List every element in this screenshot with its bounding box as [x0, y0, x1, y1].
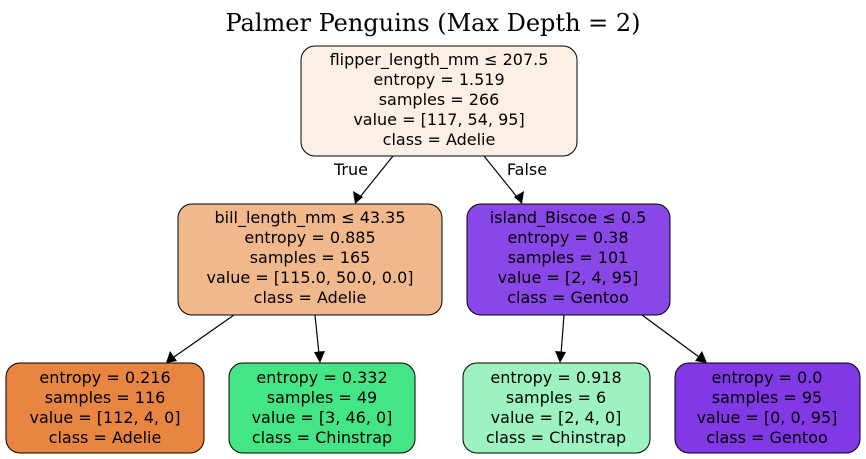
- node-line: entropy = 0.885: [244, 228, 375, 247]
- node-box: [5, 362, 205, 454]
- diagram-title: Palmer Penguins (Max Depth = 2): [225, 9, 640, 37]
- node-line: class = Chinstrap: [252, 428, 392, 447]
- node-line: value = [3, 46, 0]: [252, 408, 393, 427]
- arrow-left-ll: [166, 351, 177, 363]
- node-line: samples = 95: [712, 388, 822, 407]
- node-line: entropy = 0.38: [507, 228, 628, 247]
- node-line: samples = 165: [250, 248, 371, 267]
- node-line: value = [2, 4, 0]: [491, 408, 622, 427]
- node-line: value = [117, 54, 95]: [353, 110, 524, 129]
- edge-right-rl: [560, 314, 565, 355]
- node-line: entropy = 0.918: [490, 368, 621, 387]
- node-box: [300, 45, 578, 157]
- node-line: entropy = 0.332: [256, 368, 387, 387]
- tree-node-left-right: entropy = 0.332 samples = 49 value = [3,…: [228, 362, 416, 454]
- node-box: [674, 362, 861, 454]
- node-box: [177, 203, 443, 316]
- node-line: samples = 266: [379, 90, 500, 109]
- edge-root-left: [359, 155, 394, 198]
- node-line: entropy = 0.0: [712, 368, 823, 387]
- node-line: samples = 49: [267, 388, 377, 407]
- node-line: samples = 6: [506, 388, 606, 407]
- tree-node-left: bill_length_mm ≤ 43.35 entropy = 0.885 s…: [177, 203, 443, 316]
- node-line: class = Adelie: [49, 428, 162, 447]
- node-box: [462, 362, 651, 454]
- tree-node-root: flipper_length_mm ≤ 207.5 entropy = 1.51…: [300, 45, 578, 157]
- edge-left-ll: [173, 314, 235, 358]
- node-line: entropy = 1.519: [373, 70, 504, 89]
- tree-node-right-left: entropy = 0.918 samples = 6 value = [2, …: [462, 362, 651, 454]
- node-line: value = [112, 4, 0]: [29, 408, 180, 427]
- node-line: class = Chinstrap: [486, 428, 626, 447]
- node-line: value = [0, 0, 95]: [697, 408, 838, 427]
- tree-node-left-left: entropy = 0.216 samples = 116 value = [1…: [5, 362, 205, 454]
- node-line: island_Biscoe ≤ 0.5: [490, 208, 647, 228]
- node-line: class = Adelie: [254, 288, 367, 307]
- node-line: entropy = 0.216: [39, 368, 170, 387]
- node-line: class = Gentoo: [507, 288, 629, 307]
- node-line: class = Adelie: [383, 130, 496, 149]
- node-line: samples = 116: [45, 388, 166, 407]
- tree-node-right-right: entropy = 0.0 samples = 95 value = [0, 0…: [674, 362, 861, 454]
- arrow-root-right: [514, 191, 524, 204]
- node-line: value = [2, 4, 95]: [498, 268, 639, 287]
- node-line: value = [115.0, 50.0, 0.0]: [207, 268, 414, 287]
- arrow-right-rr: [695, 351, 707, 363]
- edge-label-false: False: [507, 160, 547, 179]
- edges: [166, 155, 707, 363]
- node-box: [466, 203, 671, 316]
- edge-label-true: True: [333, 160, 368, 179]
- arrow-right-rl: [555, 351, 566, 363]
- node-line: bill_length_mm ≤ 43.35: [214, 208, 405, 228]
- arrow-root-left: [353, 191, 363, 204]
- edge-left-lr: [314, 314, 320, 355]
- arrow-left-lr: [314, 351, 325, 363]
- node-box: [228, 362, 416, 454]
- edge-right-rr: [641, 314, 700, 358]
- edge-root-right: [483, 155, 518, 198]
- node-line: samples = 101: [508, 248, 629, 267]
- tree-node-right: island_Biscoe ≤ 0.5 entropy = 0.38 sampl…: [466, 203, 671, 316]
- node-line: flipper_length_mm ≤ 207.5: [330, 50, 549, 70]
- node-line: class = Gentoo: [706, 428, 828, 447]
